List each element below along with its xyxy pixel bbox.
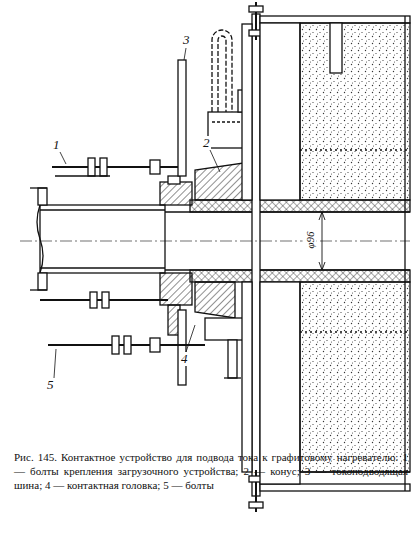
callout-number: 2	[202, 136, 211, 150]
callout-number: 5	[46, 378, 55, 392]
callout-number: 4	[180, 352, 189, 366]
drawing-lines	[20, 2, 410, 512]
callout-number: 1	[52, 138, 61, 152]
figure-caption: Рис. 145. Контактное устройство для подв…	[14, 450, 408, 492]
callout-number: 3	[182, 33, 191, 47]
dimension-label: φ96	[303, 230, 317, 249]
